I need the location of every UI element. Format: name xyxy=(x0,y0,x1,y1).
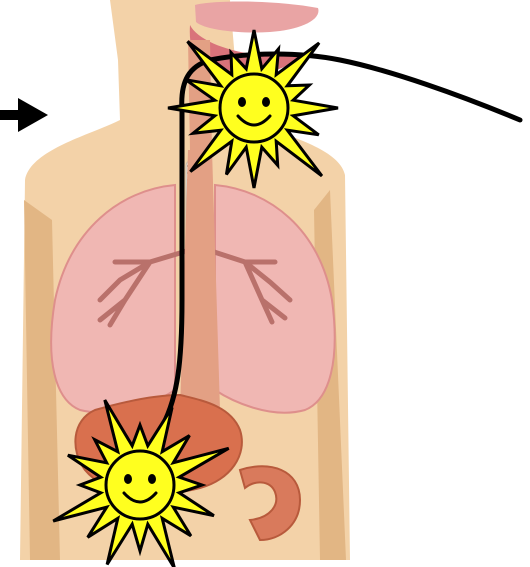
sun-face xyxy=(106,451,174,519)
sun-left-eye xyxy=(124,474,132,484)
sun-right-eye xyxy=(262,97,270,107)
arrow-right-icon xyxy=(0,98,48,132)
nasal-cavity xyxy=(195,2,318,33)
sun-face xyxy=(220,74,288,142)
arrow-head xyxy=(18,98,48,132)
sun-left-eye xyxy=(238,97,246,107)
sun-right-eye xyxy=(148,474,156,484)
